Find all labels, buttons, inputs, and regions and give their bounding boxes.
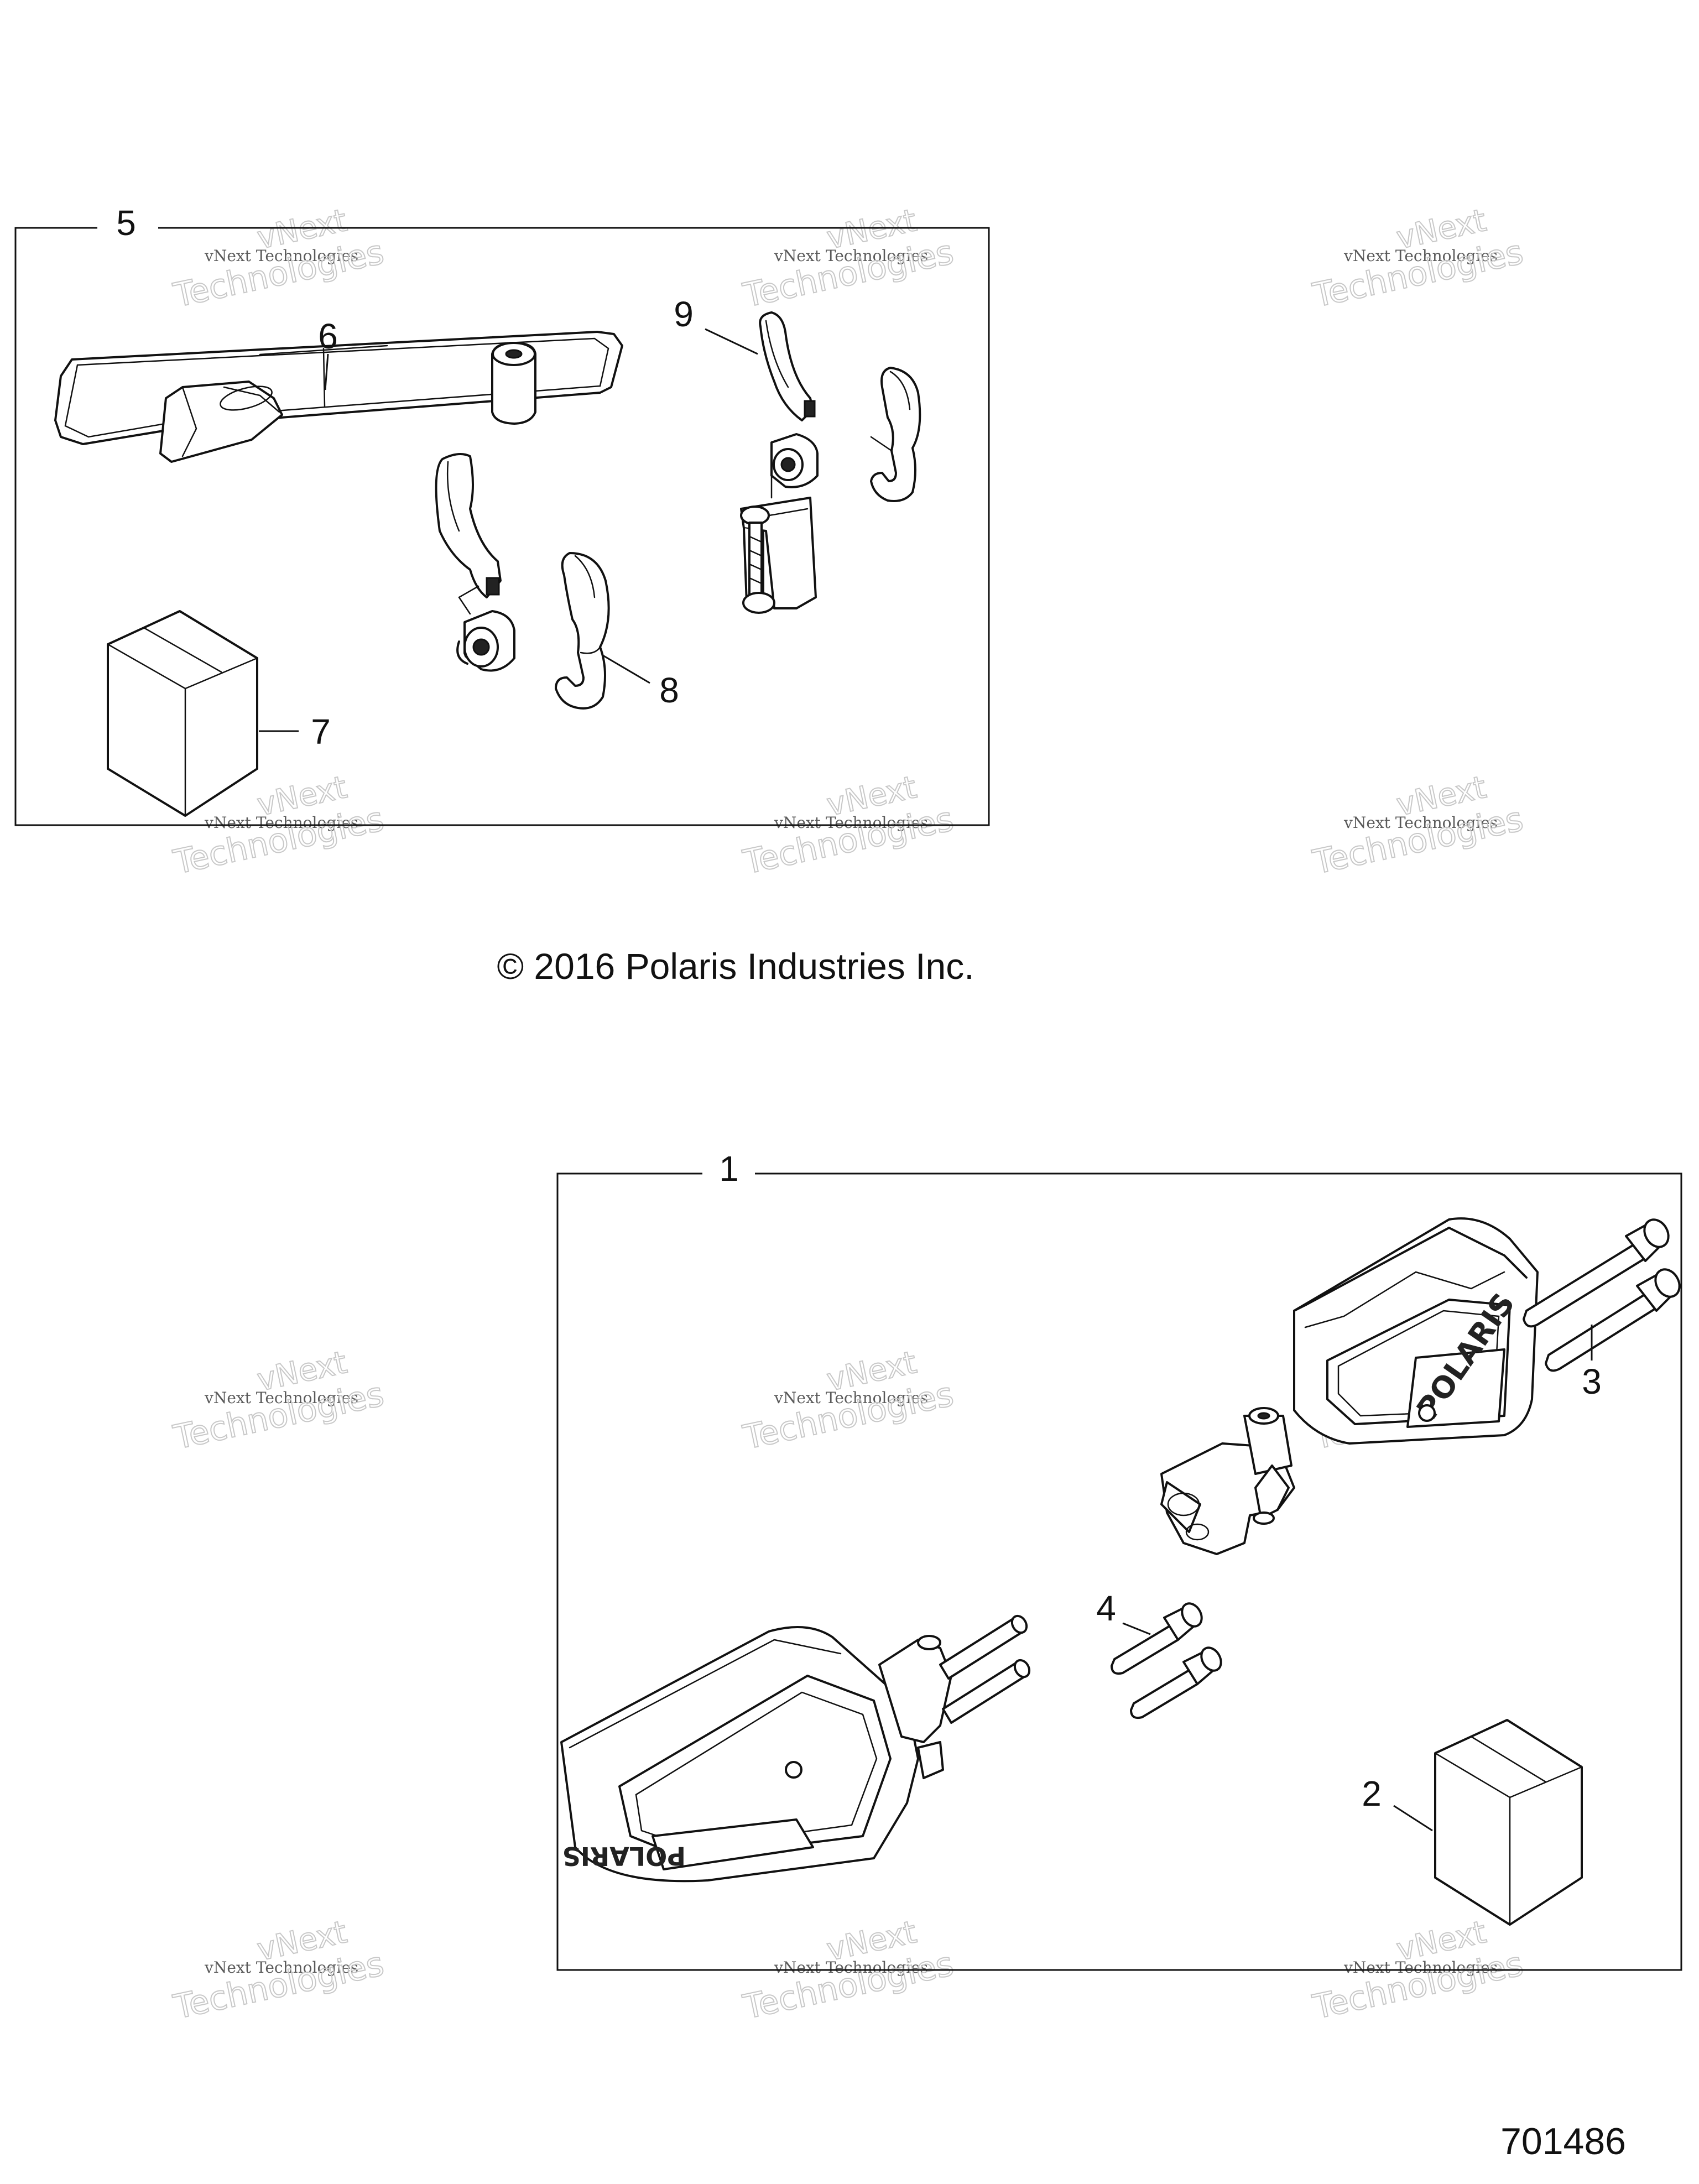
watermark-text: vNext Technologies [204,814,358,832]
mirror-clamp-assembly-left [435,453,515,672]
watermark: vNext vNext Technologies Technologies [170,202,388,316]
bolts-3 [1523,1218,1681,1372]
watermark-text: vNext Technologies [1343,1958,1498,1977]
callout-3: 3 [1582,1362,1602,1401]
callout-8: 8 [659,670,679,710]
leader-2 [1393,1805,1433,1832]
watermark: vNext vNext Technologies Technologies [1309,1914,1528,2027]
mirror-hook-8-right [870,367,921,502]
callout-1: 1 [719,1149,739,1189]
leader-6 [324,353,329,390]
group-5-frame [14,227,990,826]
callout-4: 4 [1096,1588,1116,1628]
watermark-text: vNext Technologies [1343,247,1498,265]
callout-7: 7 [311,712,331,752]
callout-9: 9 [674,294,694,334]
frame-label-gap [97,199,158,254]
watermark-text: vNext Technologies [204,1389,358,1407]
watermark: vNext vNext Technologies Technologies [739,202,958,316]
watermark-text: vNext Technologies [204,247,358,265]
side-mirror-right: POLARIS [1160,1217,1539,1555]
callout-5: 5 [116,203,136,243]
leader-4 [1122,1622,1151,1635]
watermark-text: vNext Technologies [1343,814,1498,832]
watermark-text: vNext Technologies [774,1389,928,1407]
group-1-side-mirror-kit: 1 POLARIS [556,1149,1682,1971]
polaris-logo-text: POLARIS [562,1841,686,1871]
watermark-text: vNext Technologies [774,1958,928,1977]
packaging-box-7 [107,610,258,817]
callout-6: 6 [318,316,338,356]
watermark: vNext vNext Technologies Technologies [170,1344,388,1458]
callout-2: 2 [1362,1774,1382,1813]
bolts-4 [1111,1602,1222,1719]
packaging-box-2 [1434,1719,1583,1926]
watermark-text: vNext Technologies [774,814,928,832]
watermark-text: vNext Technologies [204,1958,358,1977]
leader-8 [602,654,650,684]
leader-9 [705,328,758,355]
watermark: vNext vNext Technologies Technologies [1309,202,1528,316]
group-5-rear-view-mirror-kit: 5 6 7 [14,199,990,826]
watermark: vNext vNext Technologies Technologies [739,1344,958,1458]
watermark: vNext vNext Technologies Technologies [1309,769,1528,883]
mirror-hook-8 [555,552,610,710]
side-mirror-left: POLARIS [560,1614,1031,1883]
watermark: vNext vNext Technologies Technologies [170,1914,388,2027]
mirror-clamp-assembly-right [740,311,819,614]
group-1-frame [556,1172,1682,1971]
watermark-text: vNext Technologies [774,247,928,265]
rear-view-mirror [54,331,623,463]
copyright-notice: © 2016 Polaris Industries Inc. [497,946,974,987]
diagram-number: 701486 [1500,2120,1626,2162]
